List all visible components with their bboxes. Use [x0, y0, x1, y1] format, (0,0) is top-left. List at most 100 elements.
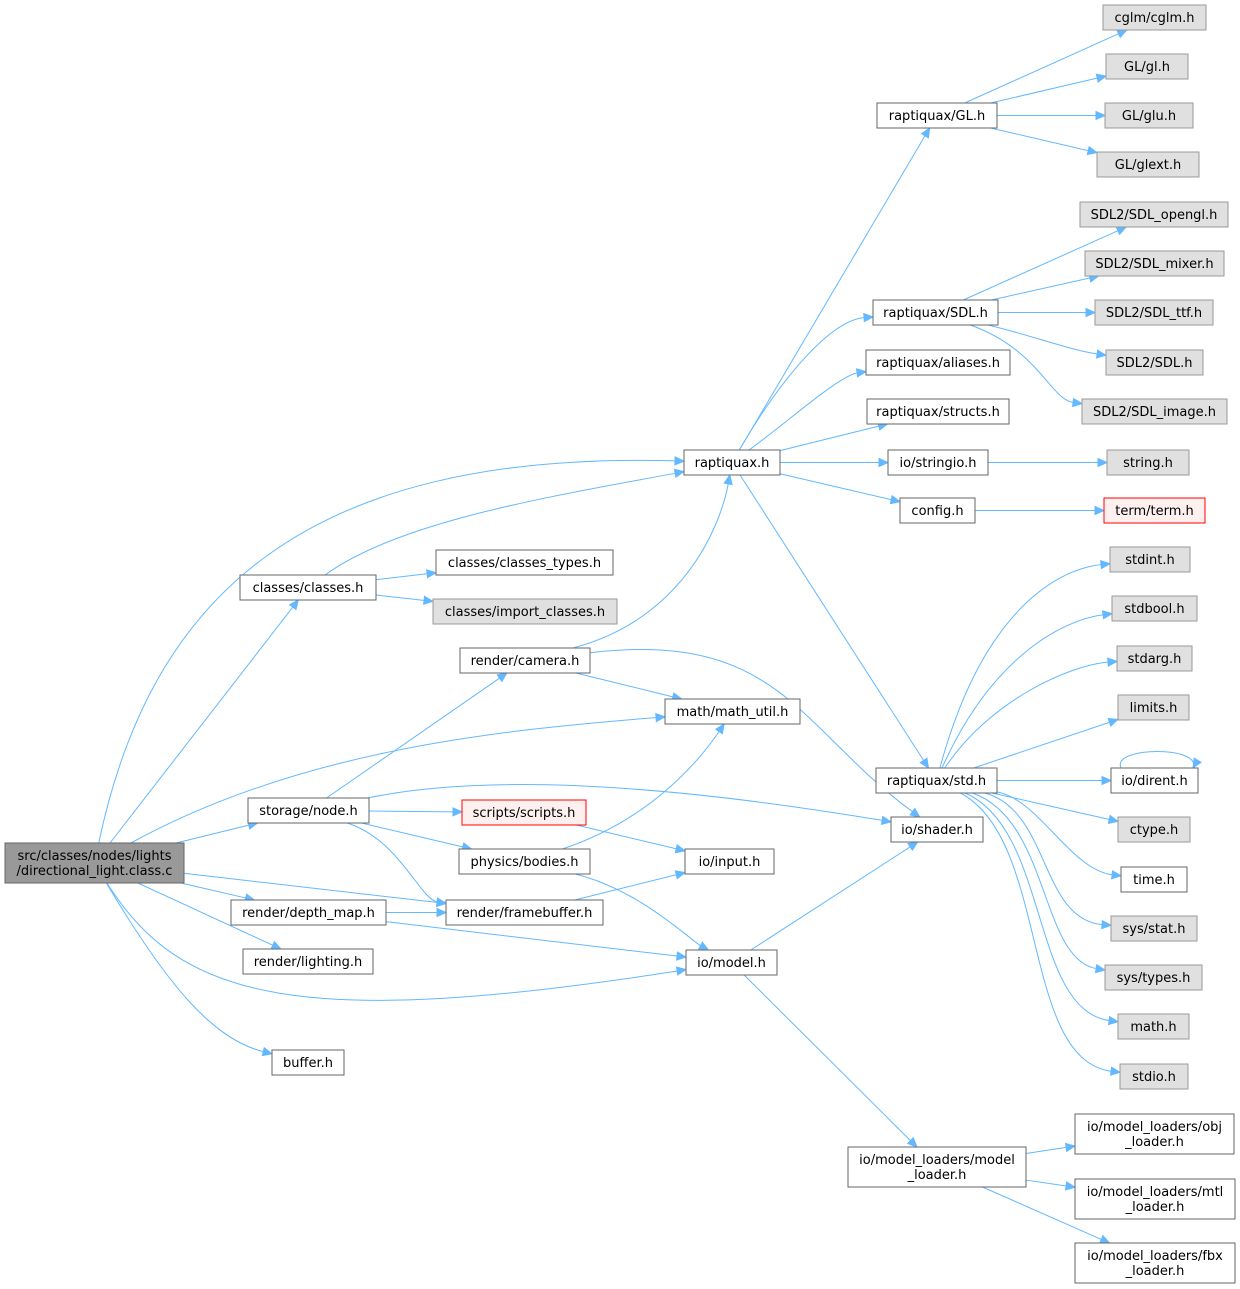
node-root[interactable]: src/classes/nodes/lights/directional_lig… — [4, 842, 185, 884]
node-glh-label-0: GL/gl.h — [1124, 60, 1170, 75]
node-mathh: math.h — [1117, 1013, 1190, 1040]
edge-storagenode-to-scripts — [368, 807, 464, 817]
node-mtlloader[interactable]: io/model_loaders/mtl_loader.h — [1074, 1178, 1236, 1220]
edge-config-to-term — [975, 505, 1106, 516]
node-depthmap-box — [230, 899, 387, 926]
node-gluh-label-0: GL/glu.h — [1122, 109, 1176, 124]
node-mathutil-label-0: math/math_util.h — [677, 705, 789, 720]
node-sdlttf-label-0: SDL2/SDL_ttf.h — [1106, 306, 1202, 321]
nodes-layer: src/classes/nodes/lights/directional_lig… — [4, 4, 1236, 1284]
node-sdlopengl-box — [1079, 201, 1229, 228]
edge-modelloader-to-mtlloader — [1025, 1179, 1077, 1191]
node-stdbool-box — [1111, 595, 1198, 622]
node-model-box — [685, 949, 778, 976]
node-glexth-label-0: GL/glext.h — [1115, 158, 1182, 173]
node-stringh-label-0: string.h — [1123, 456, 1173, 471]
node-systypes-box — [1104, 964, 1203, 991]
node-sdlmixer-label-0: SDL2/SDL_mixer.h — [1095, 257, 1213, 272]
node-mathutil[interactable]: math/math_util.h — [664, 698, 801, 725]
edge-framebuffer-to-input — [574, 870, 687, 901]
node-root-label-0: src/classes/nodes/lights — [18, 849, 172, 864]
edge-rsdl-to-sdlh — [987, 324, 1108, 359]
edge-root-to-raptiquax — [98, 456, 686, 844]
edge-scripts-to-input — [576, 824, 687, 854]
node-rgl[interactable]: raptiquax/GL.h — [876, 102, 998, 129]
node-sysstat-box — [1110, 915, 1198, 942]
edge-storagenode-to-bodies — [361, 822, 473, 852]
node-classes-box — [239, 574, 377, 601]
edge-rgl-to-glexth — [990, 127, 1099, 156]
node-shader[interactable]: io/shader.h — [890, 816, 984, 843]
edge-rstd-to-mathh — [964, 792, 1120, 1026]
node-mathh-label-0: math.h — [1130, 1020, 1176, 1035]
edge-rsdl-to-sdlmixer — [991, 273, 1100, 301]
node-fbxloader[interactable]: io/model_loaders/fbx_loader.h — [1074, 1242, 1236, 1284]
node-input[interactable]: io/input.h — [684, 848, 775, 875]
node-sdlimage-label-0: SDL2/SDL_image.h — [1093, 405, 1216, 420]
node-rstd[interactable]: raptiquax/std.h — [875, 767, 998, 794]
node-camera[interactable]: render/camera.h — [459, 647, 591, 674]
node-objloader-label-1: _loader.h — [1124, 1135, 1184, 1150]
node-rsdl[interactable]: raptiquax/SDL.h — [872, 299, 999, 326]
node-root-label-1: /directional_light.class.c — [17, 864, 173, 879]
edge-root-to-depthmap — [180, 882, 256, 903]
node-stdbool: stdbool.h — [1111, 595, 1198, 622]
node-limits: limits.h — [1117, 694, 1190, 721]
node-rstd-box — [875, 767, 998, 794]
node-modelloader[interactable]: io/model_loaders/model_loader.h — [847, 1146, 1027, 1188]
node-storagenode[interactable]: storage/node.h — [247, 797, 370, 824]
node-classes-label-0: classes/classes.h — [253, 581, 364, 596]
node-raptiquax[interactable]: raptiquax.h — [683, 449, 781, 476]
node-term: term/term.h — [1103, 497, 1206, 524]
node-rstructs[interactable]: raptiquax/structs.h — [866, 398, 1010, 425]
node-glexth-box — [1096, 151, 1200, 178]
node-raliases[interactable]: raptiquax/aliases.h — [865, 349, 1011, 376]
node-timeh[interactable]: time.h — [1120, 866, 1188, 893]
edge-camera-to-raptiquax — [572, 473, 733, 649]
edge-rsdl-to-sdlimage — [970, 324, 1084, 408]
edge-storagenode-to-shader — [367, 784, 893, 825]
node-sdlttf: SDL2/SDL_ttf.h — [1094, 299, 1214, 326]
node-scripts-label-0: scripts/scripts.h — [473, 806, 576, 821]
edge-rsdl-to-sdlttf — [998, 307, 1097, 318]
edge-rgl-to-cglm — [964, 29, 1128, 104]
node-bodies[interactable]: physics/bodies.h — [458, 848, 591, 875]
node-buffer-box — [271, 1049, 345, 1076]
edge-rstd-to-stdint — [939, 559, 1112, 769]
node-scripts: scripts/scripts.h — [461, 799, 587, 826]
edge-raptiquax-to-rsdl — [738, 312, 875, 451]
node-stdint-box — [1109, 546, 1191, 573]
edge-model-to-shader — [750, 841, 919, 951]
node-modelloader-label-1: _loader.h — [907, 1168, 967, 1183]
node-stdio: stdio.h — [1119, 1063, 1189, 1090]
edge-root-to-mathutil — [130, 712, 667, 844]
node-term-box — [1103, 497, 1206, 524]
node-modelloader-label-0: io/model_loaders/model — [859, 1153, 1015, 1168]
node-sysstat-label-0: sys/stat.h — [1123, 922, 1186, 937]
node-stdarg-label-0: stdarg.h — [1128, 652, 1182, 667]
node-camera-label-0: render/camera.h — [471, 654, 580, 669]
edge-storagenode-to-camera — [326, 672, 508, 799]
node-lighting-box — [242, 948, 374, 975]
node-classestypes[interactable]: classes/classes_types.h — [435, 549, 614, 576]
node-config-label-0: config.h — [911, 504, 963, 519]
node-classes[interactable]: classes/classes.h — [239, 574, 377, 601]
edge-raptiquax-to-config — [779, 473, 902, 505]
node-model[interactable]: io/model.h — [685, 949, 778, 976]
node-config[interactable]: config.h — [899, 497, 976, 524]
node-stdarg-box — [1116, 645, 1193, 672]
edge-depthmap-to-framebuffer — [386, 907, 448, 918]
node-buffer[interactable]: buffer.h — [271, 1049, 345, 1076]
node-ctype: ctype.h — [1117, 816, 1191, 843]
node-depthmap[interactable]: render/depth_map.h — [230, 899, 387, 926]
node-framebuffer[interactable]: render/framebuffer.h — [445, 899, 604, 926]
node-dirent[interactable]: io/dirent.h — [1110, 767, 1199, 794]
edge-root-to-classes — [109, 599, 300, 844]
node-objloader[interactable]: io/model_loaders/obj_loader.h — [1074, 1113, 1235, 1155]
node-cglm-box — [1102, 4, 1207, 31]
node-lighting[interactable]: render/lighting.h — [242, 948, 374, 975]
node-sdlh-box — [1105, 349, 1204, 376]
node-scripts-box — [461, 799, 587, 826]
node-sdlmixer-box — [1084, 250, 1225, 277]
node-stringio[interactable]: io/stringio.h — [887, 449, 989, 476]
